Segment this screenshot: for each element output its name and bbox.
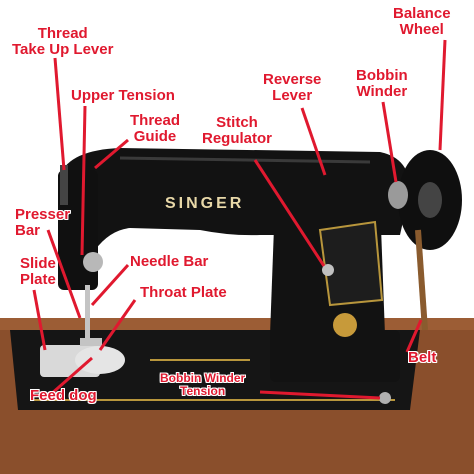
label-reverse-lever-line1: Reverse: [263, 71, 322, 88]
label-thread-take-up-lever-line1: Thread: [37, 25, 88, 42]
label-reverse-lever: Reverse Lever: [263, 72, 321, 104]
label-bobbin-winder-tension-line2: Tension: [180, 384, 226, 398]
take-up-lever: [60, 165, 68, 205]
bobbin-winder-tension-part: [379, 392, 391, 404]
label-presser-bar-line1: Presser: [15, 206, 71, 223]
label-thread-take-up-lever-line2: Take Up Lever: [12, 41, 114, 58]
bobbin-winder: [388, 181, 408, 209]
label-reverse-lever-line2: Lever: [272, 87, 313, 104]
machine-base: [270, 330, 400, 382]
leader-throat-plate: [98, 299, 137, 351]
label-slide-plate: Slide Plate: [20, 256, 56, 288]
leader-balance-wheel: [438, 39, 447, 151]
presser-foot: [80, 338, 102, 346]
label-stitch-regulator: Stitch Regulator: [202, 115, 272, 147]
label-feed-dog: Feed dog: [30, 387, 97, 404]
label-throat-plate: Throat Plate: [140, 284, 227, 301]
singer-badge: [333, 313, 357, 337]
leader-needle-bar: [90, 263, 130, 307]
label-thread-guide-line2: Guide: [133, 128, 177, 145]
label-slide-plate-line2: Plate: [20, 271, 56, 288]
leader-belt: [405, 319, 423, 353]
leader-presser-bar: [46, 229, 82, 319]
label-thread-take-up-lever: Thread Take Up Lever: [12, 26, 113, 58]
label-stitch-regulator-line1: Stitch: [216, 114, 258, 131]
label-presser-bar: Presser Bar: [15, 207, 70, 239]
label-needle-bar: Needle Bar: [130, 253, 209, 270]
brand-logo-text: SINGER: [165, 195, 245, 212]
arm-highlight: [119, 156, 371, 164]
leader-thread-take-up-lever: [53, 57, 66, 171]
label-thread-guide-line1: Thread: [130, 112, 181, 129]
leader-slide-plate: [32, 289, 47, 351]
label-slide-plate-line1: Slide: [20, 255, 56, 272]
leader-thread-guide: [94, 138, 129, 170]
leader-bobbin-winder-tension: [259, 390, 381, 400]
leader-lines: [32, 39, 447, 400]
leader-upper-tension: [80, 105, 87, 256]
leader-feed-dog: [49, 356, 93, 397]
wood-edge: [0, 318, 474, 330]
upper-tension-knob: [83, 252, 103, 272]
label-bobbin-winder: Bobbin Winder: [356, 68, 408, 100]
label-balance-wheel-line1: Balance: [393, 5, 451, 22]
needle-bar: [85, 285, 90, 340]
label-thread-guide: Thread Guide: [130, 113, 180, 145]
label-bobbin-winder-line1: Bobbin: [356, 67, 408, 84]
label-bobbin-winder-tension-line1: Bobbin Winder: [160, 371, 246, 385]
balance-wheel-hub: [418, 182, 442, 218]
label-belt: Belt: [408, 349, 437, 366]
stitch-regulator-panel: [318, 220, 384, 307]
stitch-regulator-knob: [322, 264, 334, 276]
label-bobbin-winder-tension: Bobbin Winder Tension: [160, 372, 245, 398]
label-bobbin-winder-line2: Winder: [356, 83, 408, 100]
throat-plate: [75, 346, 125, 374]
leader-reverse-lever: [300, 107, 327, 176]
leader-bobbin-winder: [381, 101, 398, 183]
drive-belt: [415, 229, 428, 331]
label-balance-wheel: Balance Wheel: [393, 6, 451, 38]
machine-arm: [60, 148, 410, 290]
label-balance-wheel-line2: Wheel: [399, 21, 444, 38]
label-stitch-regulator-line2: Regulator: [202, 130, 273, 147]
leader-stitch-regulator: [253, 159, 326, 267]
label-upper-tension: Upper Tension: [71, 87, 175, 104]
label-presser-bar-line2: Bar: [15, 222, 41, 239]
